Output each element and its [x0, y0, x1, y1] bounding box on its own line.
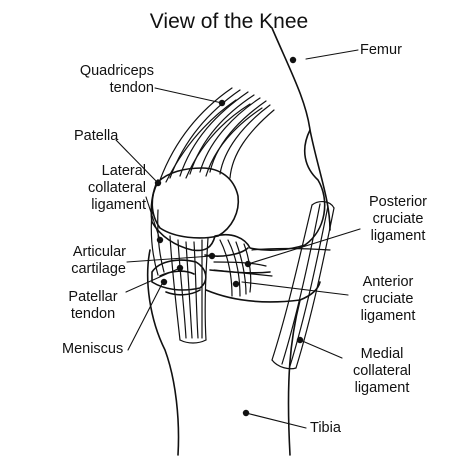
label-posterior-cruciate-ligament: Posterior cruciate ligament: [356, 194, 440, 245]
marker-dots: [155, 57, 303, 416]
label-lateral-collateral-ligament: Lateral collateral ligament: [40, 163, 146, 214]
cruciate-ligaments-shape: [214, 240, 330, 296]
label-patellar-tendon: Patellar tendon: [58, 289, 128, 323]
label-femur: Femur: [360, 42, 402, 59]
label-anterior-cruciate-ligament: Anterior cruciate ligament: [346, 274, 430, 325]
femur-shape: [151, 28, 324, 250]
patella-shape: [152, 168, 238, 238]
label-patella: Patella: [74, 128, 118, 145]
label-tibia: Tibia: [310, 420, 341, 437]
label-medial-collateral-ligament: Medial collateral ligament: [340, 346, 424, 397]
label-articular-cartilage: Articular cartilage: [40, 244, 126, 278]
medial-collateral-ligament-shape: [272, 202, 334, 369]
meniscus-shape: [152, 260, 206, 290]
label-meniscus: Meniscus: [62, 341, 123, 358]
diagram-title: View of the Knee: [0, 10, 458, 34]
label-quadriceps-tendon: Quadriceps tendon: [50, 63, 154, 97]
